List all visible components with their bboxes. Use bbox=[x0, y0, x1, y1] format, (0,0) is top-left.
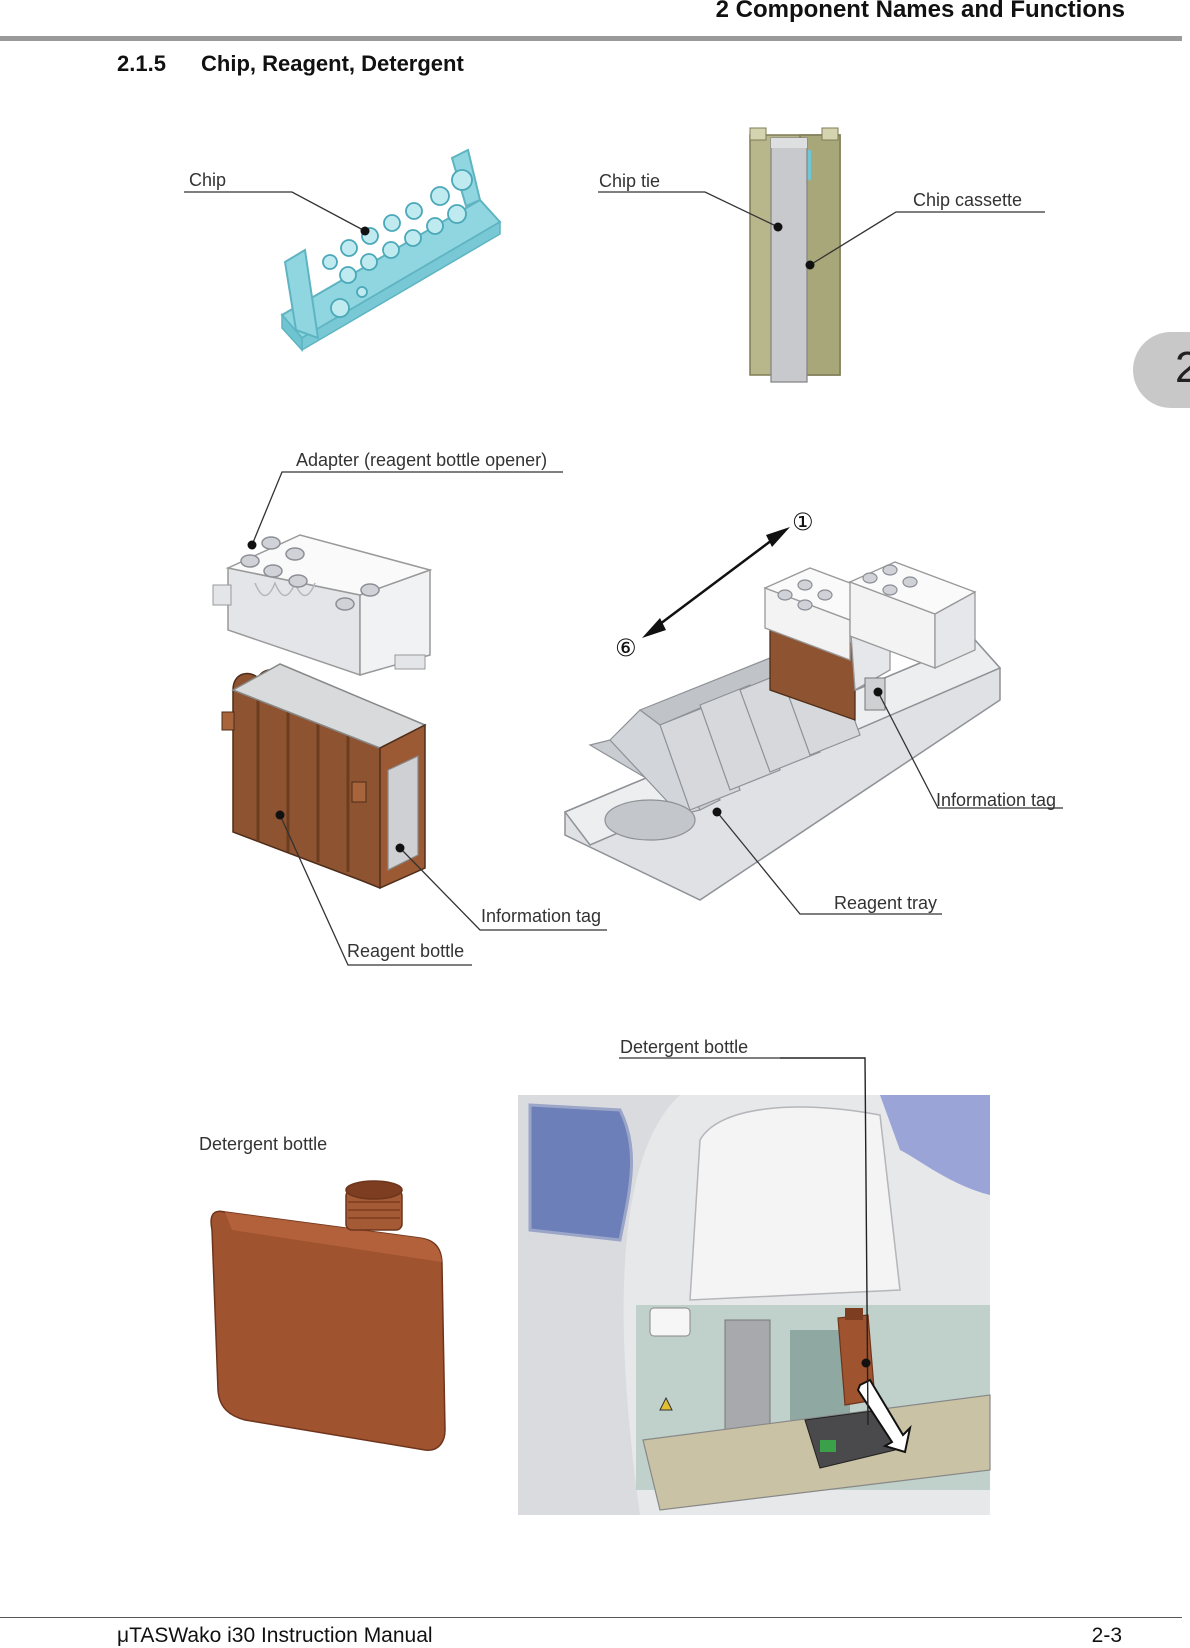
chapter-tab[interactable]: 2 bbox=[1133, 332, 1190, 408]
label-reagent-bottle: Reagent bottle bbox=[347, 941, 465, 961]
reagent-bottle-illustration bbox=[221, 663, 607, 966]
section-title: Chip, Reagent, Detergent bbox=[201, 51, 464, 76]
adapter-illustration bbox=[212, 471, 563, 677]
chapter-number: 2 bbox=[1175, 343, 1190, 392]
chip-illustration bbox=[184, 148, 502, 352]
chip-cassette-illustration bbox=[598, 127, 1045, 383]
label-chip-cassette: Chip cassette bbox=[913, 190, 1023, 210]
marker-6: ⑥ bbox=[615, 635, 637, 662]
footer-page-number: 2-3 bbox=[1091, 1624, 1122, 1647]
label-adapter: Adapter (reagent bottle opener) bbox=[296, 450, 548, 470]
label-detergent-bottle-left: Detergent bottle bbox=[199, 1134, 328, 1154]
direction-arrow bbox=[642, 527, 790, 638]
label-reagent-tray: Reagent tray bbox=[834, 893, 938, 913]
marker-1: ① bbox=[792, 509, 814, 536]
label-detergent-bottle-right: Detergent bottle bbox=[620, 1037, 749, 1057]
footer-rule bbox=[0, 1617, 1182, 1618]
section-heading: 2.1.5 Chip, Reagent, Detergent bbox=[117, 51, 464, 77]
label-chip: Chip bbox=[189, 170, 227, 190]
label-information-tag-right: Information tag bbox=[936, 790, 1057, 810]
header-title: 2 Component Names and Functions bbox=[715, 0, 1125, 23]
instrument-illustration bbox=[518, 1057, 991, 1515]
tray-loaded-bottles bbox=[763, 561, 977, 721]
label-information-tag-left: Information tag bbox=[481, 906, 602, 926]
reagent-tray-illustration bbox=[563, 527, 1063, 915]
footer-manual-title: μTASWako i30 Instruction Manual bbox=[117, 1624, 433, 1647]
label-chip-tie: Chip tie bbox=[599, 171, 661, 191]
section-number: 2.1.5 bbox=[117, 51, 166, 76]
header-rule bbox=[0, 36, 1182, 41]
detergent-bottle-illustration bbox=[210, 1180, 446, 1451]
